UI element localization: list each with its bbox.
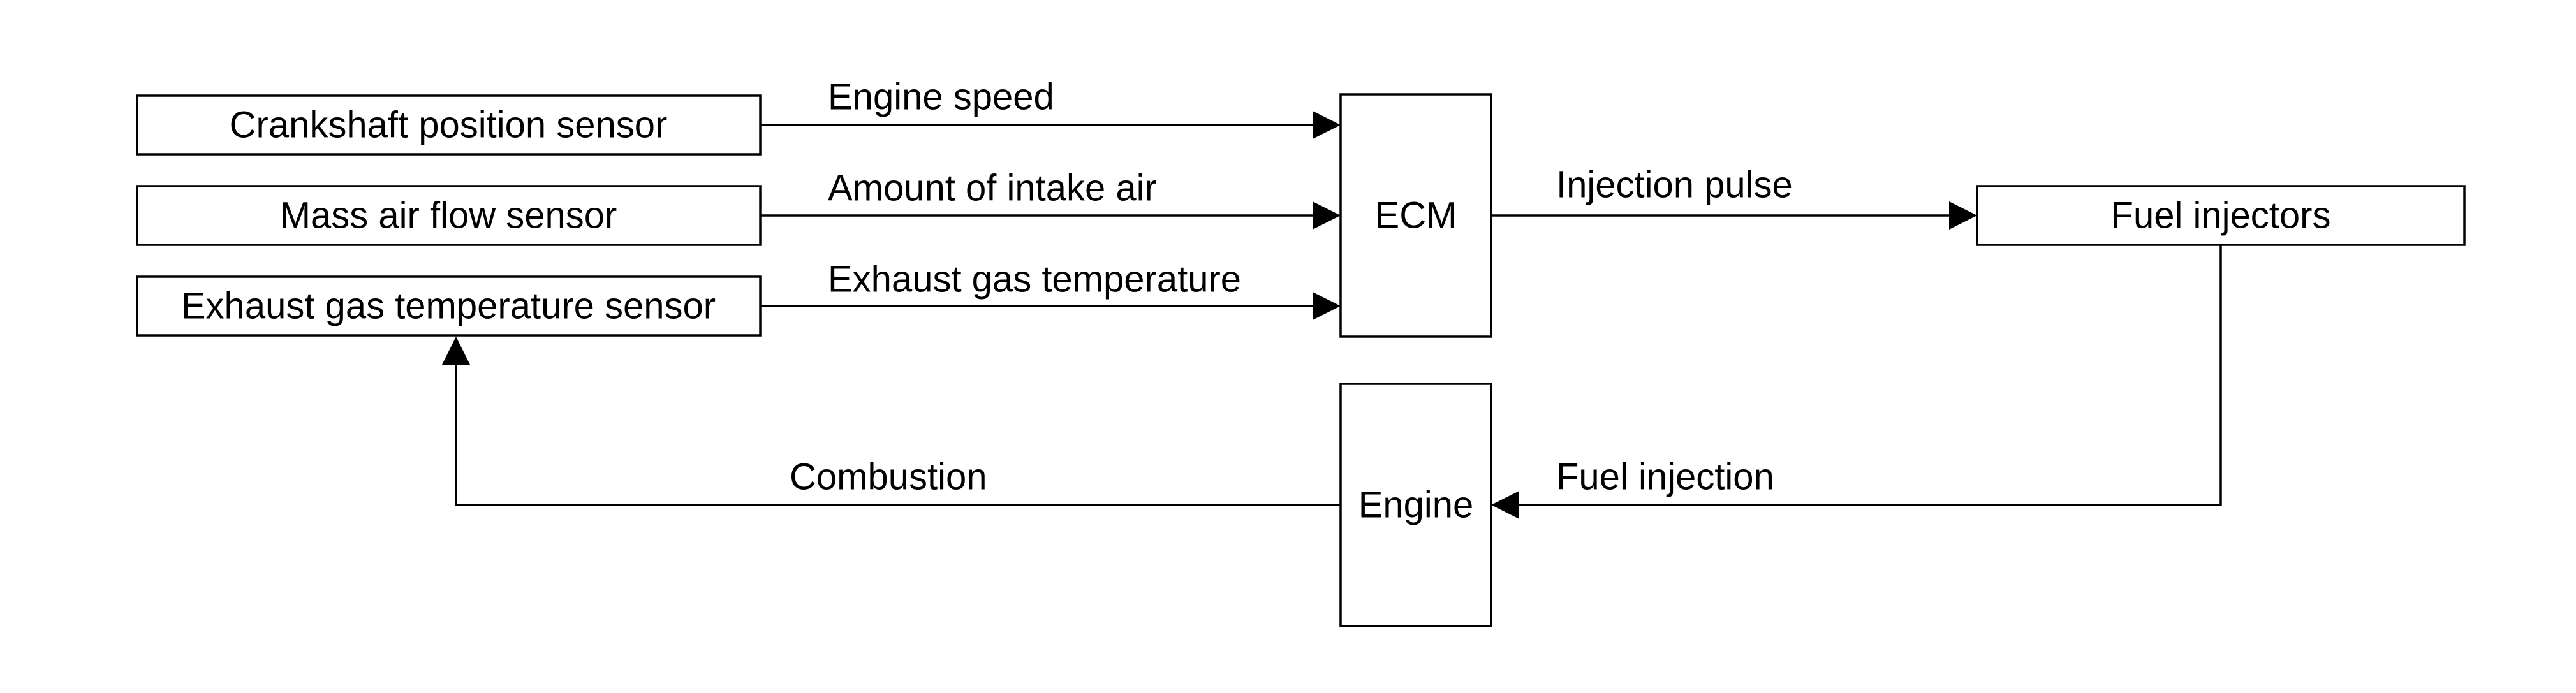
exhaust-gas-temperature-edge: Exhaust gas temperature bbox=[760, 259, 1341, 320]
intake-air-edge: Amount of intake air bbox=[760, 168, 1341, 230]
injection-pulse-edge: Injection pulse bbox=[1491, 164, 1977, 230]
ecm-node: ECM bbox=[1339, 93, 1492, 338]
engine-label: Engine bbox=[1358, 485, 1474, 526]
mass-air-flow-sensor-label: Mass air flow sensor bbox=[280, 195, 617, 237]
exhaust-gas-temperature-arrowhead bbox=[1313, 292, 1341, 320]
engine-node: Engine bbox=[1339, 383, 1492, 627]
exhaust-gas-temperature-edge-label: Exhaust gas temperature bbox=[828, 259, 1241, 300]
ecm-label: ECM bbox=[1375, 195, 1457, 237]
fuel-injection-edge: Fuel injection bbox=[1491, 245, 2222, 519]
intake-air-label: Amount of intake air bbox=[828, 168, 1157, 209]
fuel-injection-arrowhead bbox=[1491, 491, 1519, 519]
combustion-arrowhead bbox=[442, 337, 470, 365]
engine-speed-edge: Engine speed bbox=[760, 77, 1341, 139]
exhaust-gas-temperature-sensor-label: Exhaust gas temperature sensor bbox=[181, 286, 716, 327]
injection-pulse-label: Injection pulse bbox=[1556, 164, 1793, 206]
combustion-edge: Combustion bbox=[442, 337, 1341, 506]
fuel-injectors-label: Fuel injectors bbox=[2111, 195, 2331, 237]
injection-pulse-arrowhead bbox=[1949, 201, 1977, 230]
crankshaft-position-sensor-node: Crankshaft position sensor bbox=[136, 94, 762, 156]
mass-air-flow-sensor-node: Mass air flow sensor bbox=[136, 185, 762, 246]
fuel-injection-label: Fuel injection bbox=[1556, 456, 1774, 498]
crankshaft-position-sensor-label: Crankshaft position sensor bbox=[230, 105, 668, 146]
combustion-label: Combustion bbox=[790, 456, 987, 498]
engine-speed-arrowhead bbox=[1313, 111, 1341, 139]
intake-air-arrowhead bbox=[1313, 201, 1341, 230]
engine-speed-label: Engine speed bbox=[828, 77, 1054, 118]
exhaust-gas-temperature-sensor-node: Exhaust gas temperature sensor bbox=[136, 275, 762, 337]
fuel-injectors-node: Fuel injectors bbox=[1976, 185, 2466, 246]
